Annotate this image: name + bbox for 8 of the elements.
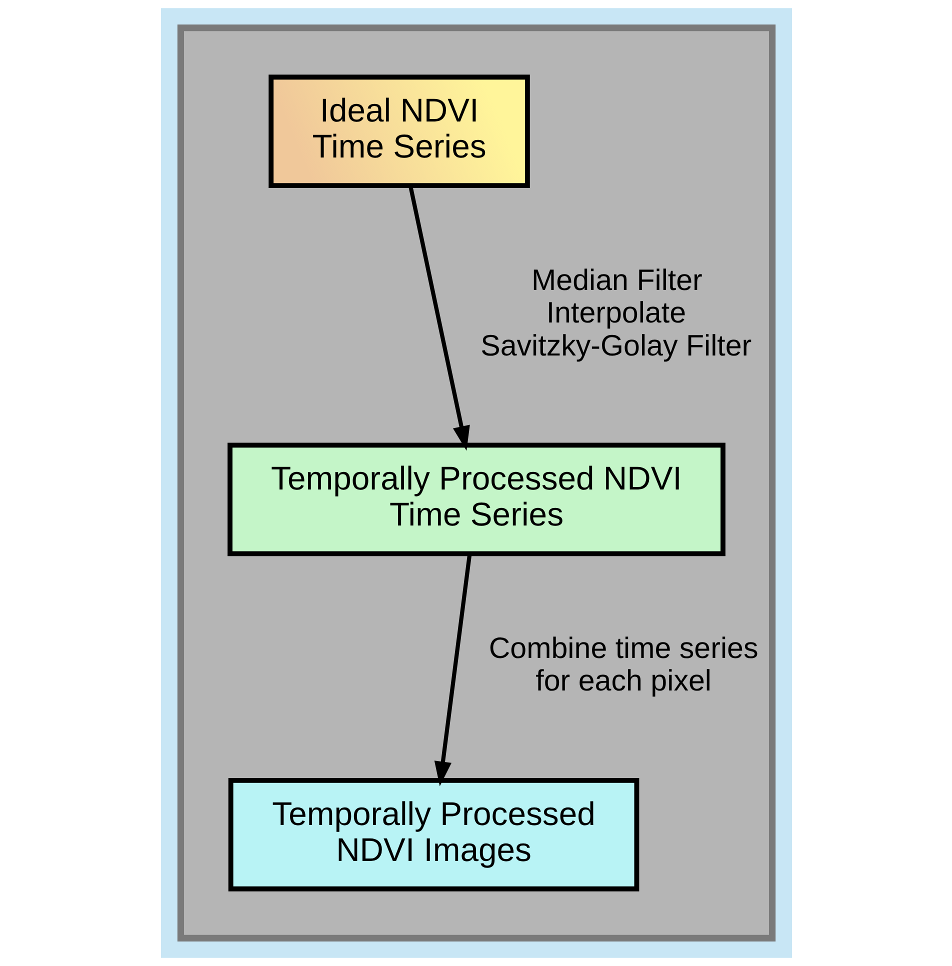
arrow (434, 553, 472, 786)
node-box: Ideal NDVI Time Series (268, 74, 530, 188)
arrow (408, 186, 470, 451)
edge-label: Combine time series for each pixel (488, 632, 758, 698)
node-box: Temporally Processed NDVI Images (228, 778, 639, 892)
cluster (176, 24, 776, 942)
edge-label: Median Filter Interpolate Savitzky-Golay Filter (480, 264, 752, 362)
node-box: Temporally Processed NDVI Time Series (227, 442, 725, 556)
